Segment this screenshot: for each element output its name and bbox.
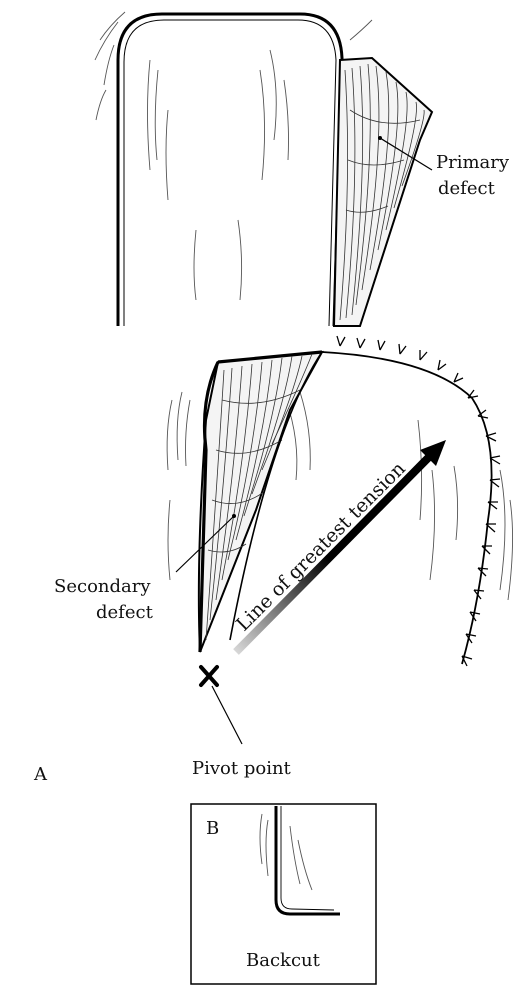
flap-before-rotation: Primary defect bbox=[95, 12, 510, 326]
panel-b: B Backcut bbox=[191, 804, 376, 984]
secondary-defect-label-line1: Secondary bbox=[54, 576, 151, 597]
backcut-label: Backcut bbox=[246, 950, 321, 971]
primary-defect-label-line2: defect bbox=[438, 178, 496, 199]
pivot-point-leader bbox=[212, 686, 242, 744]
pivot-point-label: Pivot point bbox=[192, 758, 292, 779]
primary-defect-label-line1: Primary bbox=[436, 152, 510, 173]
secondary-defect-label-line2: defect bbox=[96, 602, 154, 623]
pivot-point-marker bbox=[201, 667, 217, 685]
flap-after-rotation: Line of greatest tension Secondary defec… bbox=[33, 336, 513, 785]
flap-outline bbox=[118, 14, 342, 326]
panel-b-letter: B bbox=[206, 818, 219, 839]
panel-a-letter: A bbox=[33, 764, 48, 785]
